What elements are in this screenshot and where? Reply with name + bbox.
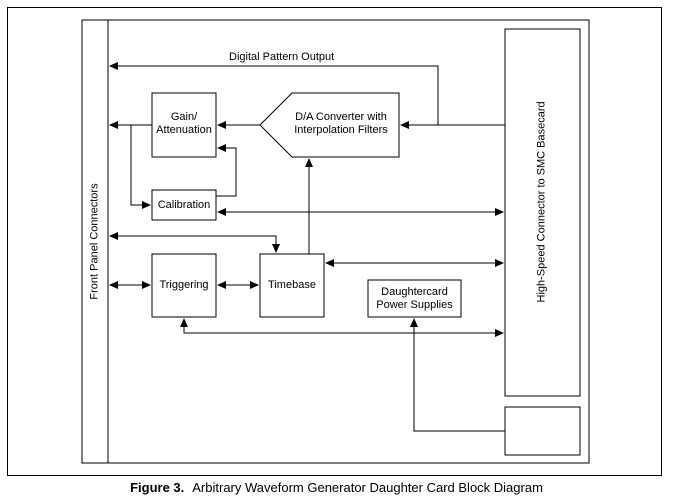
- gain-label: Gain/ Attenuation: [156, 111, 212, 136]
- front-panel-label: Front Panel Connectors: [88, 183, 101, 300]
- front-to-calibration-arrow: [130, 125, 151, 209]
- front-timebase-arrow: [109, 232, 280, 253]
- calibration-label: Calibration: [157, 199, 211, 211]
- connector-label: High-Speed Connector to SMC Basecard: [535, 101, 548, 303]
- triggering-label: Triggering: [159, 279, 209, 291]
- figure-number: Figure 3.: [130, 480, 185, 495]
- power-label: Daughtercard Power Supplies: [376, 286, 453, 311]
- figure-caption-text: Arbitrary Waveform Generator Daughter Ca…: [192, 480, 543, 495]
- calibration-to-gain-arrow: [216, 144, 237, 197]
- dac-label: D/A Converter with Interpolation Filters: [294, 111, 388, 136]
- digital-pattern-label: Digital Pattern Output: [229, 51, 335, 63]
- power-block: [367, 279, 462, 318]
- figure-caption: Figure 3. Arbitrary Waveform Generator Da…: [0, 480, 673, 496]
- connector-bottom-block: [504, 406, 581, 456]
- triggering-connector-arrow: [180, 318, 504, 337]
- calibration-block: [151, 189, 217, 221]
- connector-block: [504, 28, 581, 397]
- timebase-label: Timebase: [268, 279, 316, 291]
- digital-pattern-arrow: [109, 62, 439, 125]
- front-panel-strip: [81, 19, 109, 464]
- timebase-block: [259, 253, 325, 318]
- power-feed-arrow: [410, 318, 505, 432]
- dac-block: [259, 92, 400, 158]
- triggering-block: [151, 253, 217, 318]
